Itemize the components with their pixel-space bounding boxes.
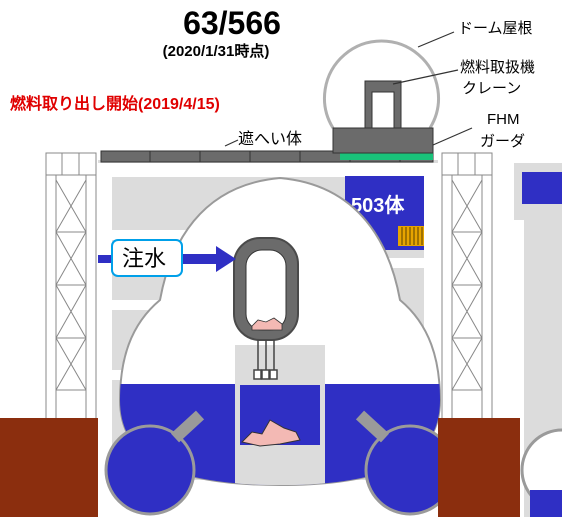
fhm-label-line2: ガーダ bbox=[480, 133, 525, 150]
water-injection-label: 注水 bbox=[122, 246, 166, 271]
crane-label-line1: 燃料取扱機 bbox=[460, 58, 535, 76]
suppression-chamber-right bbox=[355, 410, 456, 516]
dome-roof bbox=[323, 39, 440, 129]
water-injection-arrow bbox=[98, 246, 236, 272]
dome-roof-label: ドーム屋根 bbox=[458, 20, 533, 37]
leader-lines bbox=[224, 31, 473, 147]
as-of-date: (2020/1/31時点) bbox=[163, 42, 270, 60]
left-tower bbox=[45, 152, 97, 421]
ground-right bbox=[438, 418, 520, 517]
water-injection-box bbox=[111, 239, 183, 277]
shielding-label: 遮へい体 bbox=[238, 130, 302, 148]
fuel-debris bbox=[241, 419, 301, 447]
cr-drive-housings bbox=[253, 340, 278, 380]
adjacent-building bbox=[514, 163, 562, 517]
rpv-debris bbox=[251, 317, 283, 331]
crane-base bbox=[332, 127, 434, 154]
right-tower bbox=[441, 152, 493, 421]
fhm-label-line1: FHM bbox=[487, 111, 520, 128]
fhm-girder bbox=[340, 153, 433, 160]
fuel-removed-count: 63/566 bbox=[183, 5, 281, 41]
crane-label-line2: クレーン bbox=[462, 80, 521, 97]
suppression-chamber-left bbox=[104, 410, 205, 516]
ground-left bbox=[0, 418, 98, 517]
removal-start-label: 燃料取り出し開始(2019/4/15) bbox=[10, 94, 220, 113]
